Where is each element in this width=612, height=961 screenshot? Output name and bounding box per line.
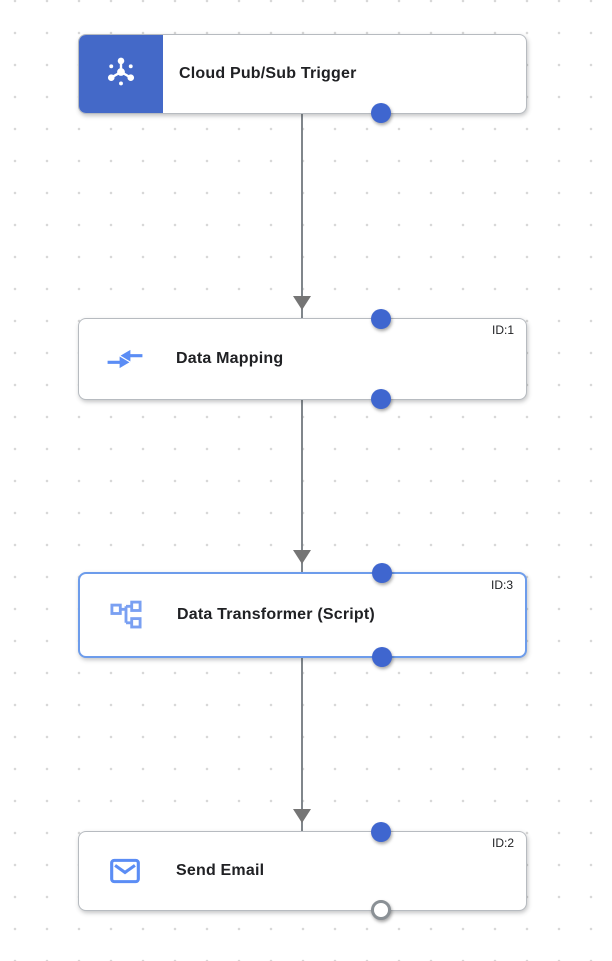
pubsub-icon	[103, 54, 139, 95]
edge-data-transformer-to-send-email[interactable]	[301, 658, 303, 831]
output-port[interactable]	[371, 389, 391, 409]
input-port[interactable]	[371, 822, 391, 842]
node-label: Send Email	[176, 862, 265, 879]
edge-trigger-to-data-mapping[interactable]	[301, 114, 303, 318]
arrowhead-icon	[293, 550, 311, 564]
trigger-icon-panel	[79, 35, 163, 113]
input-port[interactable]	[372, 563, 392, 583]
input-port[interactable]	[371, 309, 391, 329]
arrowhead-icon	[293, 809, 311, 823]
node-id-badge: ID:2	[491, 836, 514, 850]
node-send-email[interactable]: ID:2 Send Email	[78, 822, 527, 920]
data-mapping-icon	[105, 339, 145, 379]
email-icon	[105, 851, 145, 891]
node-id-badge: ID:1	[491, 323, 514, 337]
node-data-transformer[interactable]: ID:3 Data Transformer (Script)	[78, 563, 527, 667]
node-id-badge: ID:3	[490, 578, 513, 592]
node-label: Data Transformer (Script)	[177, 606, 375, 623]
node-cloud-pubsub-trigger[interactable]: Cloud Pub/Sub Trigger	[78, 34, 527, 123]
output-port-unconnected[interactable]	[371, 900, 391, 920]
output-port[interactable]	[371, 103, 391, 123]
output-port[interactable]	[372, 647, 392, 667]
node-label: Cloud Pub/Sub Trigger	[179, 65, 357, 82]
edge-data-mapping-to-data-transformer[interactable]	[301, 400, 303, 572]
node-data-mapping[interactable]: ID:1 Data Mapping	[78, 309, 527, 409]
node-label: Data Mapping	[176, 350, 284, 367]
arrowhead-icon	[293, 296, 311, 310]
data-transformer-icon	[106, 595, 146, 635]
